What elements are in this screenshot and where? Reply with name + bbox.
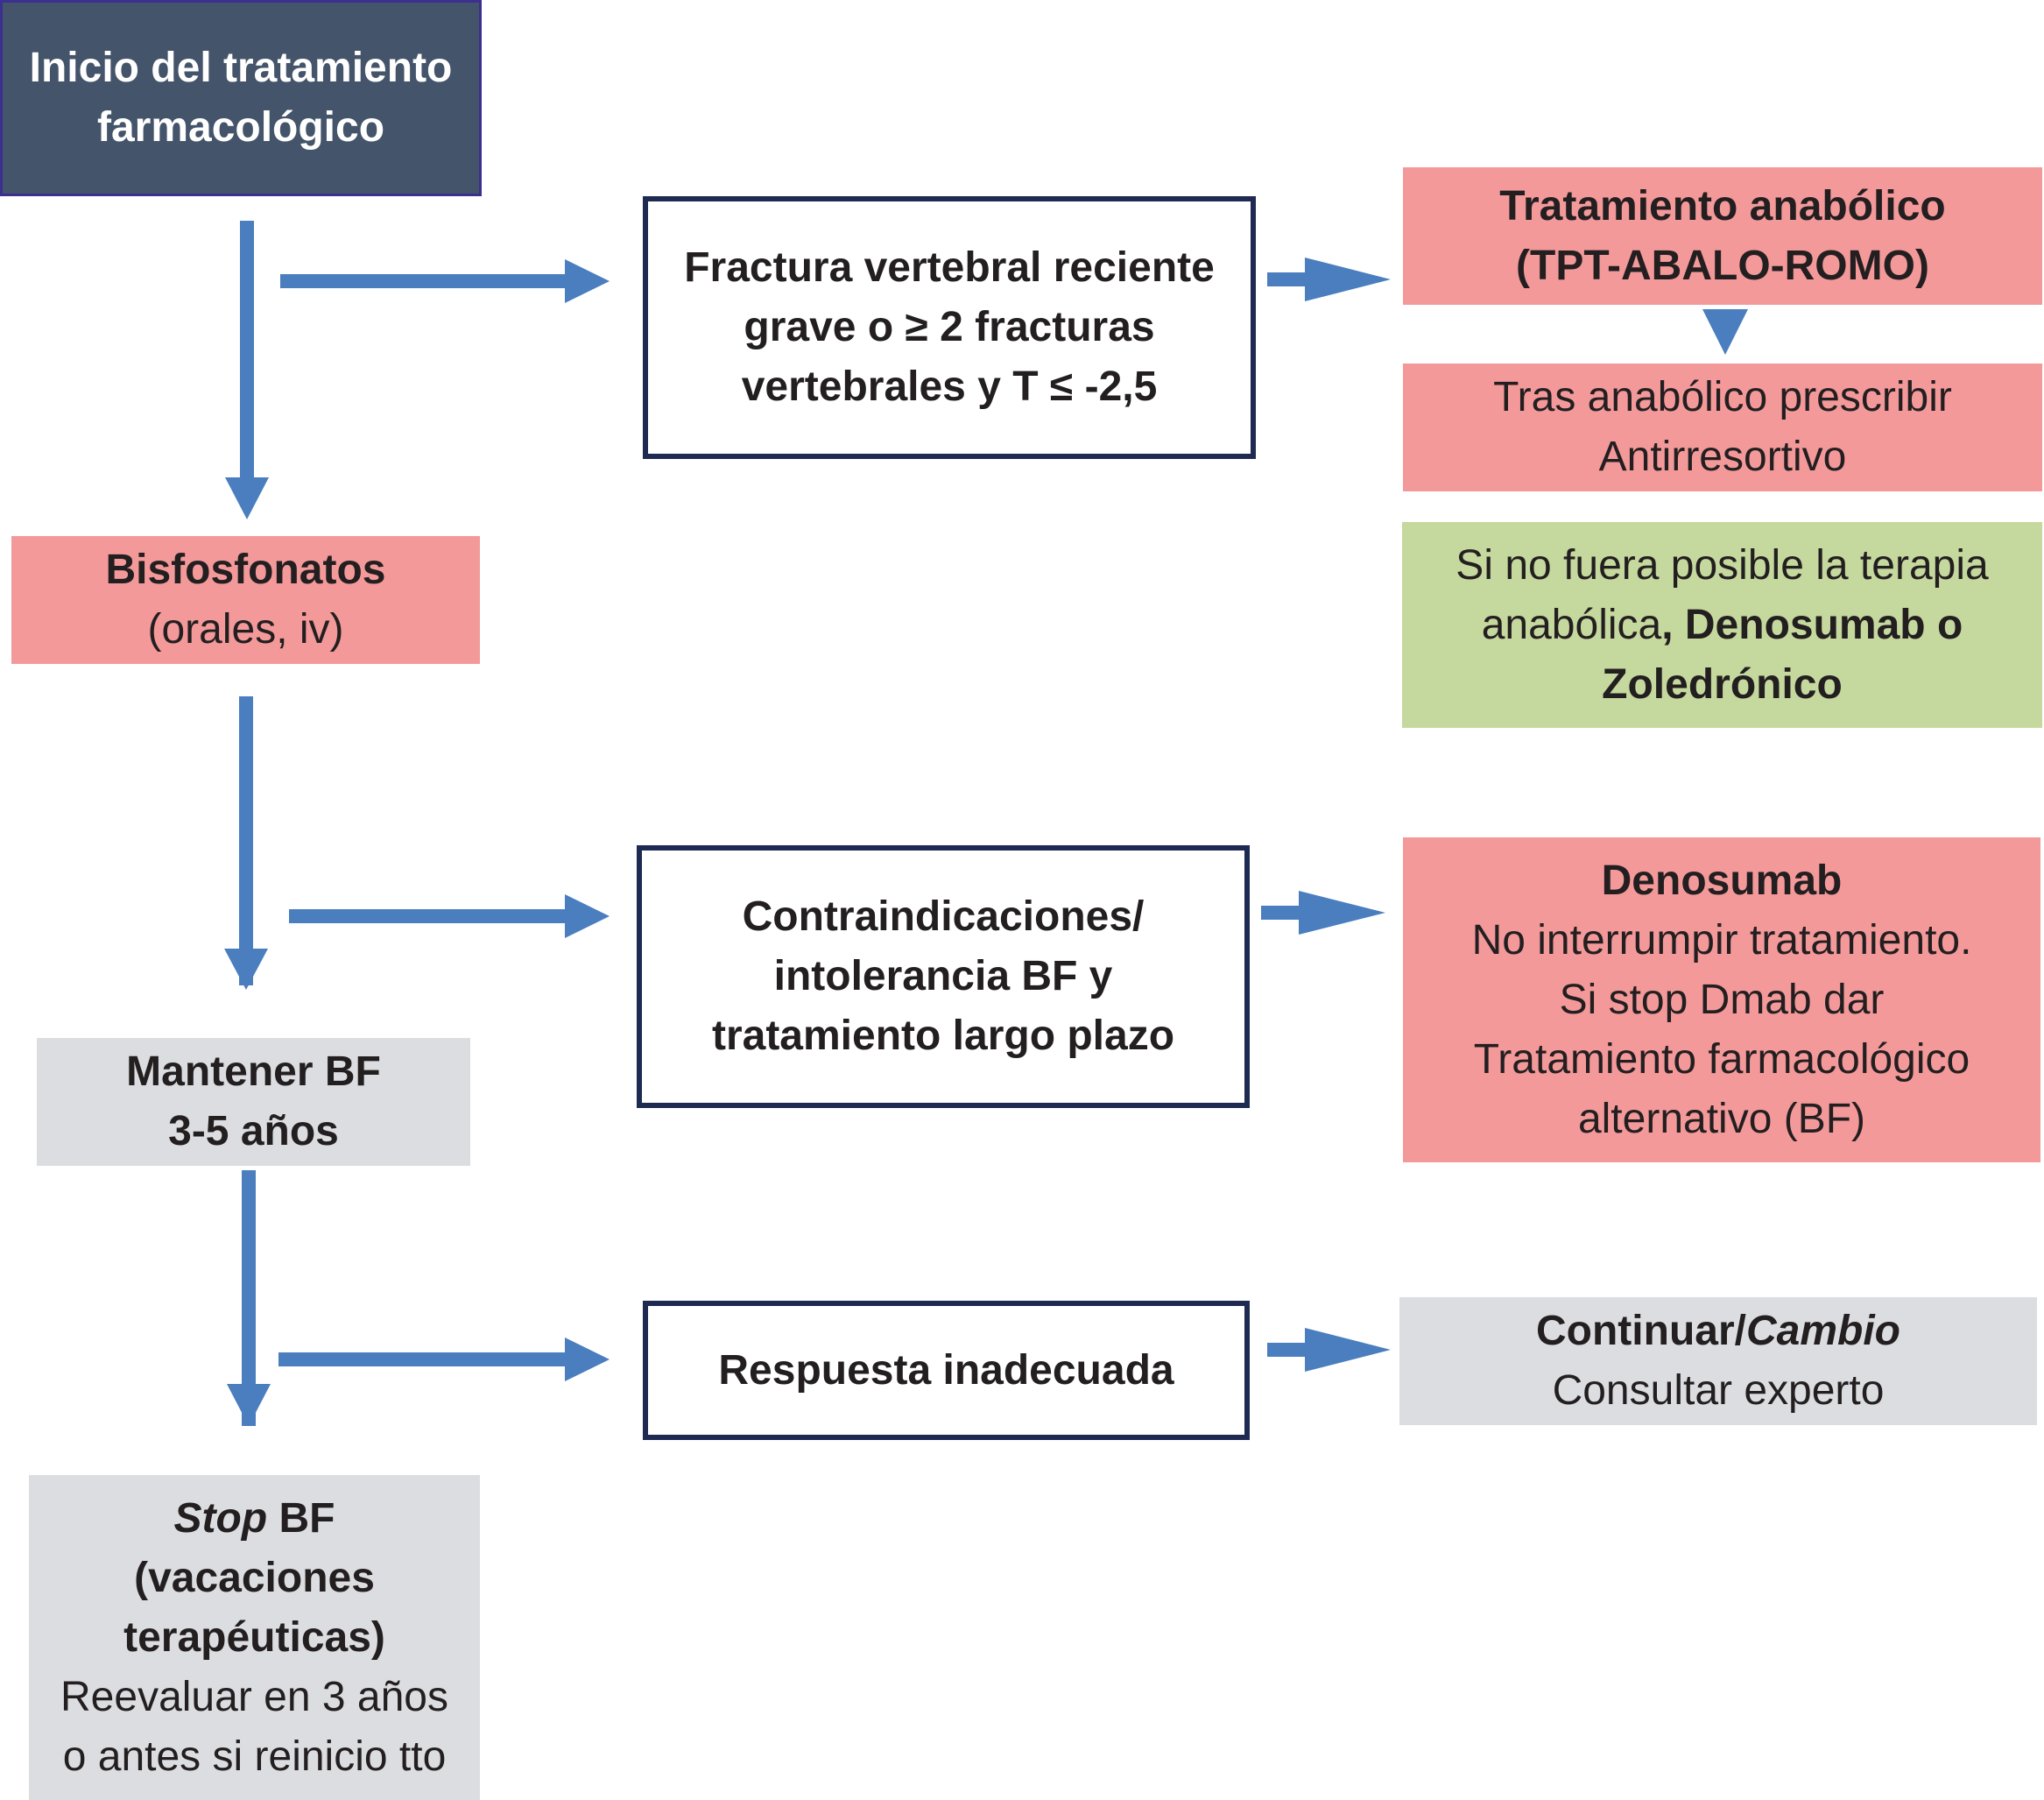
si-no-fuera-line-3: Zoledrónico [1602, 660, 1843, 708]
arrow-bisfosfonatos-to-mantener [224, 696, 268, 990]
stop-line-4: Reevaluar en 3 años [60, 1673, 448, 1720]
tras-anabolico-box: Tras anabólico prescribir Antirresortivo [1403, 364, 2042, 491]
inicio-tratamiento-box: Inicio del tratamiento farmacológico [0, 0, 482, 196]
fractura-line-1: Fractura vertebral reciente [684, 244, 1215, 291]
denosumab-line-4: Tratamiento farmacológico [1473, 1035, 1970, 1083]
si-no-fuera-line-2-bold: , Denosumab o [1661, 601, 1963, 648]
stop-line-1: Stop BF [174, 1489, 335, 1549]
denosumab-line-5: alternativo (BF) [1577, 1095, 1866, 1142]
mantener-line-2: 3-5 años [168, 1108, 339, 1154]
respuesta-line-1: Respuesta inadecuada [718, 1346, 1174, 1394]
anabolico-line-1: Tratamiento anabólico [1499, 182, 1946, 229]
alternativa-denosumab-zoledronico-box: Si no fuera posible la terapia anabólica… [1402, 522, 2042, 728]
arrow-to-fractura [280, 259, 610, 303]
tratamiento-anabolico-box: Tratamiento anabólico (TPT-ABALO-ROMO) [1403, 167, 2042, 305]
fractura-line-3: vertebrales y T ≤ -2,5 [741, 364, 1158, 410]
arrow-inicio-to-bisfosfonatos [225, 221, 269, 519]
si-no-fuera-line-2: anabólica, Denosumab o [1482, 596, 1963, 655]
cambio-word: Cambio [1745, 1308, 1900, 1354]
denosumab-box: Denosumab No interrumpir tratamiento. Si… [1403, 837, 2040, 1162]
stop-word: Stop [173, 1494, 268, 1542]
contraindicaciones-box: Contraindicaciones/ intolerancia BF y tr… [637, 845, 1250, 1108]
arrow-to-respuesta [278, 1338, 610, 1381]
stop-line-2: (vacaciones [134, 1554, 375, 1601]
continuar-line-2: Consultar experto [1552, 1367, 1885, 1414]
respuesta-inadecuada-box: Respuesta inadecuada [643, 1301, 1250, 1440]
continuar-line-1: Continuar/Cambio [1536, 1302, 1900, 1361]
stop-bf-box: Stop BF (vacaciones terapéuticas) Reeval… [29, 1475, 480, 1800]
inicio-line-1: Inicio del tratamiento [29, 45, 453, 91]
denosumab-line-2: No interrumpir tratamiento. [1471, 916, 1972, 964]
contraindicaciones-line-1: Contraindicaciones/ [742, 893, 1145, 940]
bisfosfonatos-title: Bisfosfonatos [105, 547, 386, 593]
denosumab-line-3: Si stop Dmab dar [1559, 976, 1885, 1023]
stop-line-5: o antes si reinicio tto [62, 1733, 447, 1780]
si-no-fuera-line-2-normal: anabólica [1481, 601, 1662, 648]
bisfosfonatos-subtitle: (orales, iv) [147, 606, 344, 653]
arrow-to-contraindicaciones [289, 894, 610, 938]
arrow-mantener-to-stop [227, 1170, 271, 1426]
stop-line-3: terapéuticas) [123, 1613, 385, 1661]
mantener-line-1: Mantener BF [126, 1048, 381, 1095]
contraindicaciones-line-3: tratamiento largo plazo [711, 1013, 1175, 1059]
si-no-fuera-line-1: Si no fuera posible la terapia [1455, 541, 1989, 589]
arrow-contraindicaciones-to-denosumab [1261, 891, 1385, 935]
continuar-cambio-box: Continuar/Cambio Consultar experto [1399, 1297, 2037, 1425]
mantener-bf-box: Mantener BF 3-5 años [37, 1038, 470, 1166]
stop-bf-word: BF [267, 1494, 335, 1542]
fractura-vertebral-box: Fractura vertebral reciente grave o ≥ 2 … [643, 196, 1256, 459]
inicio-line-2: farmacológico [96, 104, 385, 151]
arrow-anabolico-to-tras-anabolico [1702, 309, 1748, 355]
contraindicaciones-line-2: intolerancia BF y [773, 953, 1113, 999]
continuar-word: Continuar/ [1536, 1308, 1746, 1354]
tras-anabolico-line-2: Antirresortivo [1598, 434, 1847, 480]
arrow-respuesta-to-continuar [1267, 1328, 1391, 1372]
fractura-line-2: grave o ≥ 2 fracturas [744, 304, 1155, 350]
tras-anabolico-line-1: Tras anabólico prescribir [1493, 374, 1952, 420]
bisfosfonatos-box: Bisfosfonatos (orales, iv) [11, 536, 480, 664]
denosumab-title: Denosumab [1601, 857, 1843, 904]
anabolico-line-2: (TPT-ABALO-ROMO) [1516, 242, 1929, 289]
arrow-fractura-to-anabolico [1267, 258, 1391, 301]
